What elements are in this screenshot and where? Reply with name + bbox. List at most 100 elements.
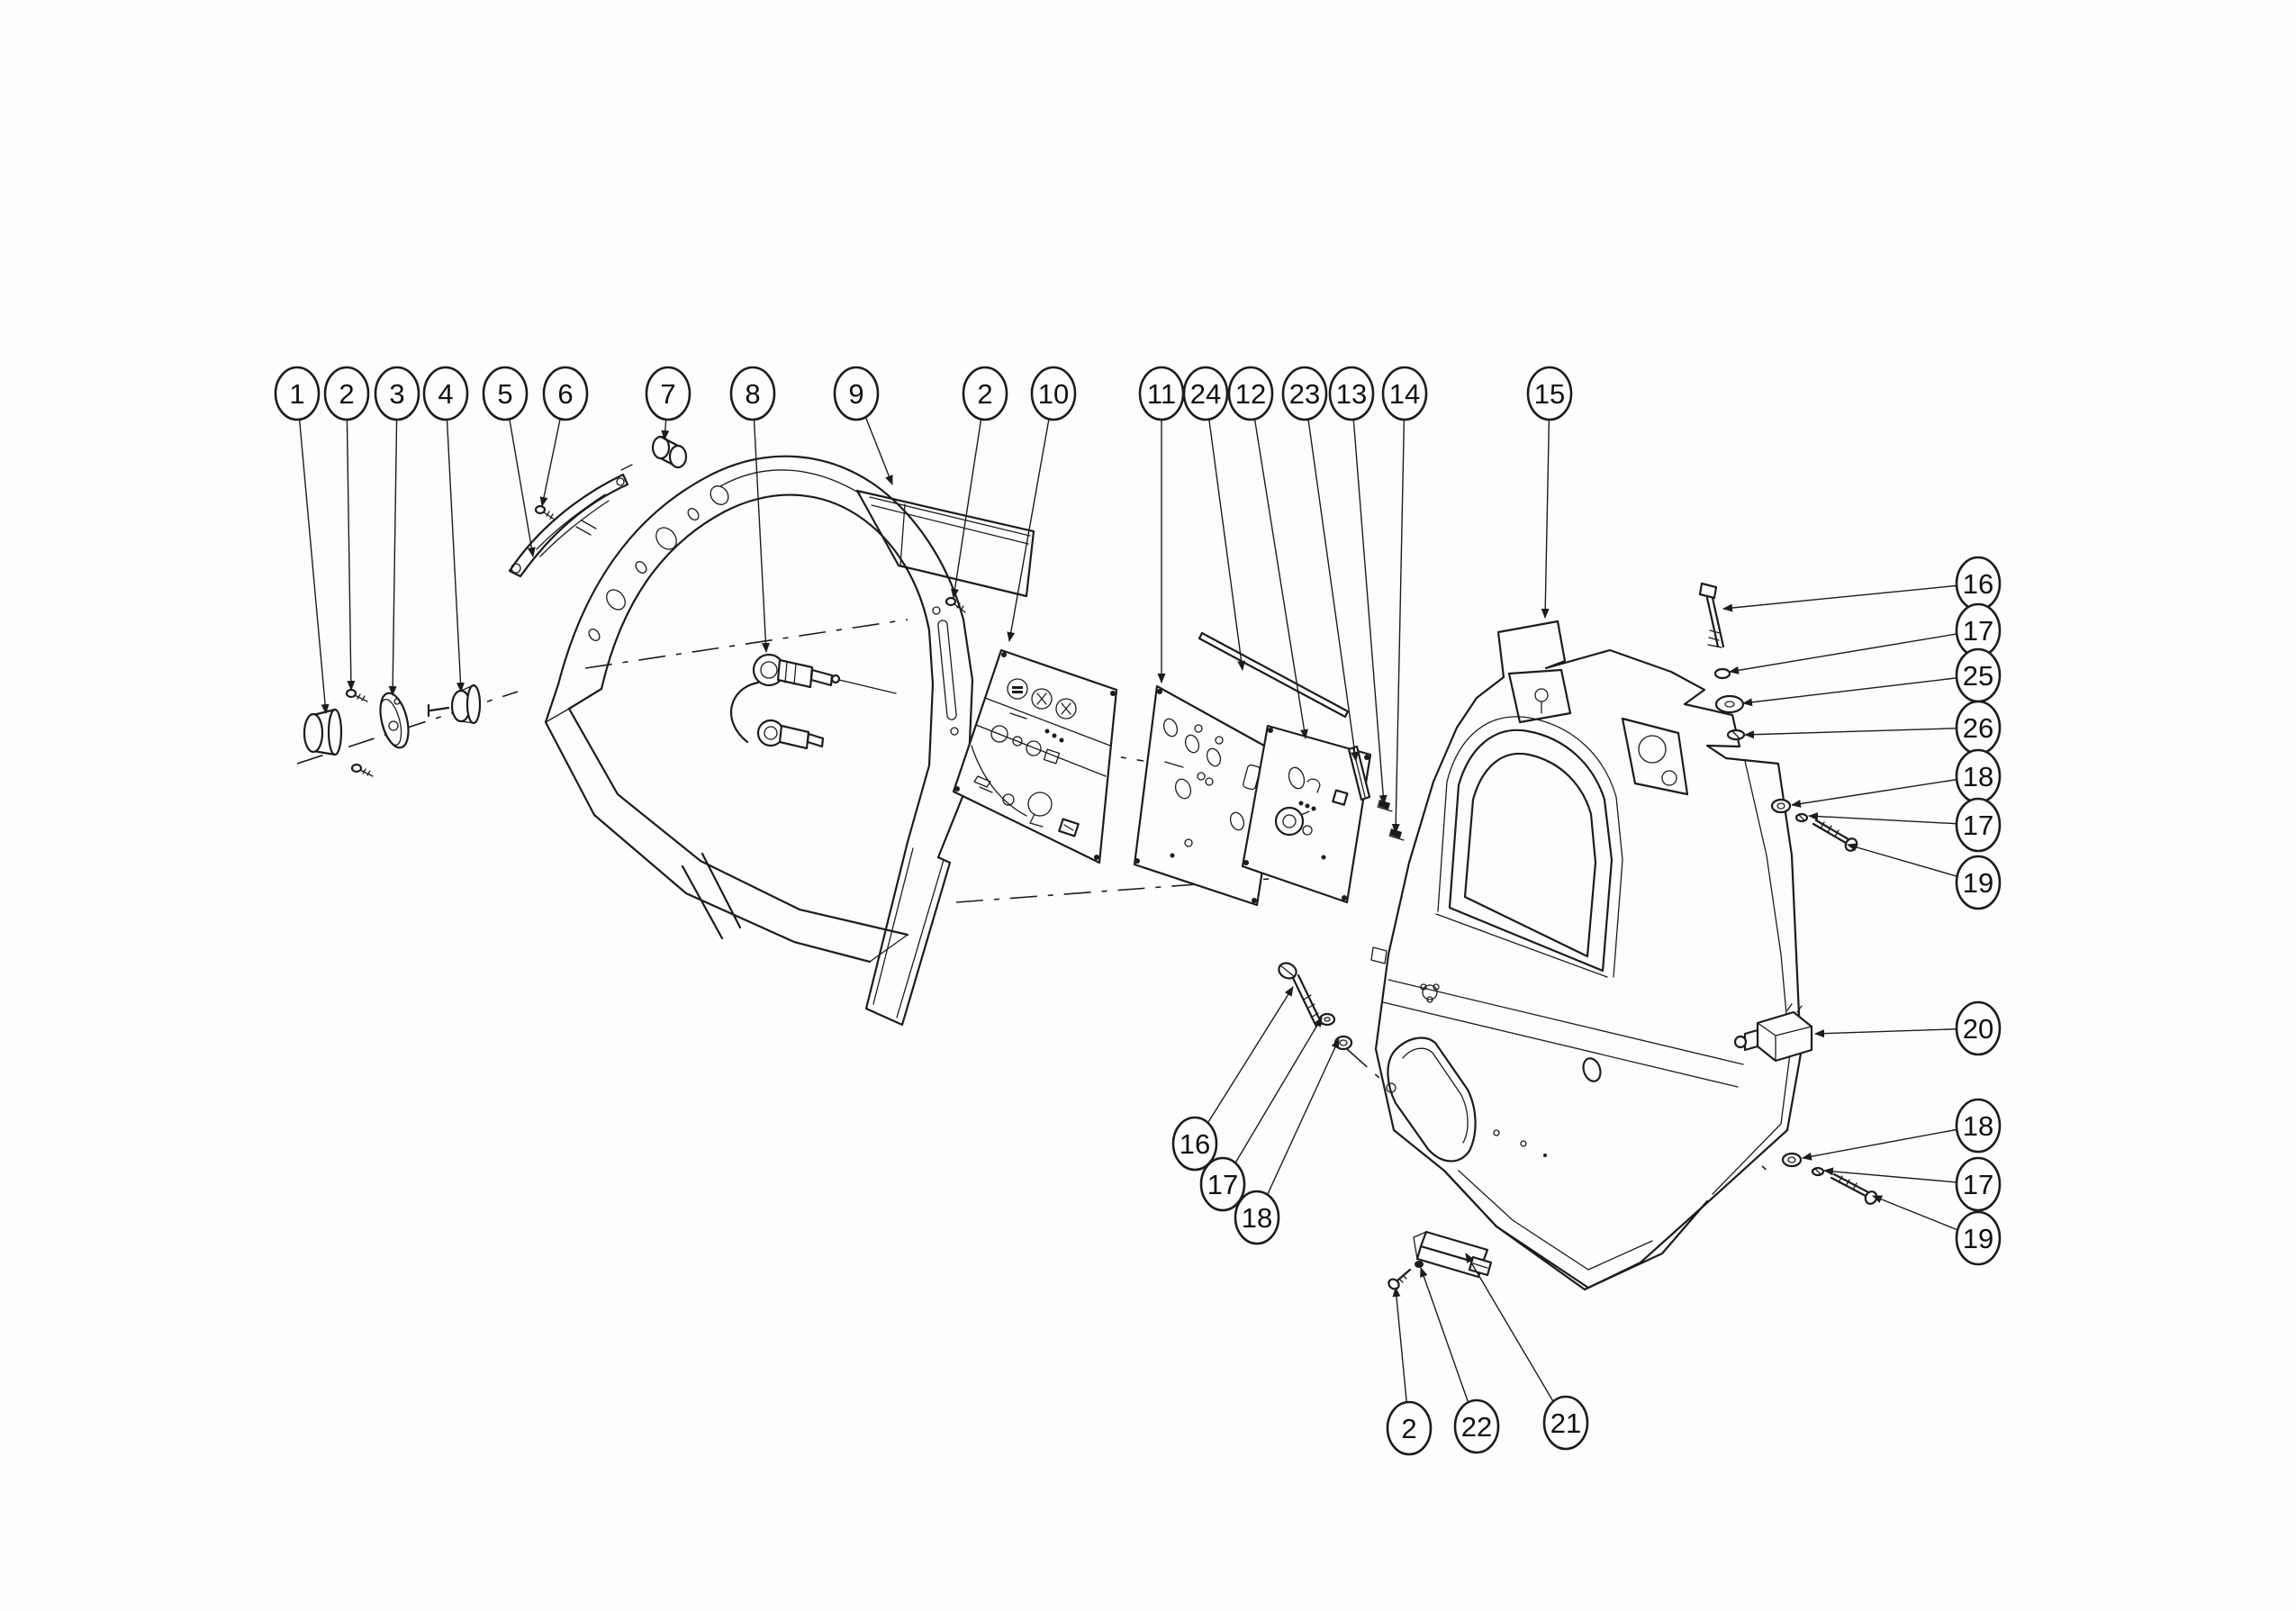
callout-balloon-22 xyxy=(1453,1398,1500,1454)
leader-line-2 xyxy=(346,393,356,691)
center-axis-line xyxy=(1346,1048,1389,1087)
leader-line-10 xyxy=(1007,393,1054,642)
callout-balloon-20 xyxy=(1955,1000,2002,1056)
callout-number-15: 15 xyxy=(1534,378,1565,410)
callout-balloon-2 xyxy=(1386,1400,1433,1456)
callout-number-17: 17 xyxy=(1963,810,1993,841)
callout-balloon-12 xyxy=(1227,366,1274,421)
leader-line-1 xyxy=(296,393,330,714)
trim-strip xyxy=(508,473,629,578)
screw xyxy=(1812,819,1858,852)
callout-balloon-7 xyxy=(645,366,692,421)
callout-balloon-10 xyxy=(1030,366,1077,421)
lock-washer xyxy=(1811,1166,1825,1177)
callout-number-2: 2 xyxy=(339,378,354,410)
callout-number-4: 4 xyxy=(438,378,453,410)
mounting-bracket xyxy=(1413,1230,1493,1279)
trim-strip-group xyxy=(508,464,633,578)
screw xyxy=(1388,1268,1412,1290)
screw xyxy=(345,688,368,702)
leader-line-17 xyxy=(1222,1017,1323,1185)
leader-line-21 xyxy=(1465,1253,1567,1424)
toggle-switch xyxy=(427,683,482,725)
switch-block xyxy=(1733,1003,1813,1063)
callout-balloon-18 xyxy=(1955,1098,2002,1154)
callout-balloon-2 xyxy=(962,366,1008,421)
instrument-decal-panel xyxy=(952,648,1118,864)
callout-number-25: 25 xyxy=(1963,660,1993,692)
callout-balloon-19 xyxy=(1955,1210,2002,1266)
leader-line-14 xyxy=(1391,393,1406,834)
lock-washer xyxy=(1794,812,1809,823)
callout-balloon-17 xyxy=(1955,1156,2002,1212)
callout-number-2: 2 xyxy=(1401,1413,1416,1444)
leader-line-5 xyxy=(504,393,536,557)
leader-line-4 xyxy=(445,393,465,692)
callout-number-7: 7 xyxy=(660,378,675,410)
leader-line-18 xyxy=(1791,775,1979,808)
callout-number-3: 3 xyxy=(389,378,404,410)
callout-balloon-15 xyxy=(1526,366,1573,421)
leader-line-3 xyxy=(388,393,398,696)
callout-number-8: 8 xyxy=(745,378,760,410)
leader-line-2 xyxy=(951,393,986,599)
callout-balloon-19 xyxy=(1955,855,2002,910)
callout-number-14: 14 xyxy=(1389,378,1420,410)
switch-panel-plate xyxy=(1241,724,1372,904)
callout-balloon-9 xyxy=(833,366,880,421)
callout-number-11: 11 xyxy=(1147,378,1176,410)
callout-number-9: 9 xyxy=(848,378,863,410)
callout-balloon-6 xyxy=(542,366,589,421)
console-housing xyxy=(1370,620,1803,1291)
leader-line-22 xyxy=(1420,1267,1478,1427)
leader-line-16 xyxy=(1194,986,1294,1145)
callout-number-1: 1 xyxy=(289,378,304,410)
callout-number-23: 23 xyxy=(1289,378,1320,410)
center-axis-line xyxy=(955,873,1342,903)
leader-line-12 xyxy=(1250,393,1308,739)
leader-line-18 xyxy=(1256,1038,1340,1218)
flat-washer xyxy=(1770,798,1792,814)
support-rod xyxy=(1198,631,1350,719)
callout-number-13: 13 xyxy=(1336,378,1367,410)
callout-balloon-13 xyxy=(1328,366,1375,421)
callout-number-19: 19 xyxy=(1963,867,1993,899)
leader-line-17 xyxy=(1808,812,1979,826)
callout-number-17: 17 xyxy=(1963,1169,1993,1200)
leader-line-26 xyxy=(1744,727,1979,739)
callout-balloon-14 xyxy=(1381,366,1428,421)
leader-line-24 xyxy=(1205,393,1246,671)
screw xyxy=(350,763,374,777)
callout-balloon-24 xyxy=(1182,366,1229,421)
cap-knob xyxy=(303,708,343,756)
callout-balloon-1 xyxy=(274,366,321,421)
bolt xyxy=(1698,582,1725,648)
leader-line-16 xyxy=(1722,583,1979,612)
callout-balloon-17 xyxy=(1199,1156,1246,1212)
callout-number-10: 10 xyxy=(1038,378,1069,410)
callout-balloon-4 xyxy=(422,366,469,421)
washer-clip xyxy=(1415,1261,1424,1268)
callout-number-16: 16 xyxy=(1180,1128,1210,1160)
callout-number-5: 5 xyxy=(497,378,512,410)
screw xyxy=(945,596,966,613)
callout-balloon-17 xyxy=(1955,797,2002,853)
leader-line-18 xyxy=(1802,1125,1979,1161)
center-axis-line xyxy=(584,619,908,669)
flat-washer xyxy=(1318,1012,1336,1027)
callout-number-18: 18 xyxy=(1963,761,1993,792)
callout-balloon-8 xyxy=(729,366,776,421)
callout-number-26: 26 xyxy=(1963,712,1993,744)
ignition-switch-assembly xyxy=(730,653,897,750)
callout-number-16: 16 xyxy=(1963,568,1993,600)
callout-balloon-5 xyxy=(482,366,529,421)
callout-number-2: 2 xyxy=(977,378,992,410)
flat-washer xyxy=(1713,667,1731,680)
callout-balloon-18 xyxy=(1234,1190,1280,1245)
callout-number-21: 21 xyxy=(1550,1407,1581,1439)
callout-balloon-16 xyxy=(1171,1116,1218,1172)
leader-line-20 xyxy=(1814,1027,1979,1038)
callout-balloon-2 xyxy=(323,366,370,421)
